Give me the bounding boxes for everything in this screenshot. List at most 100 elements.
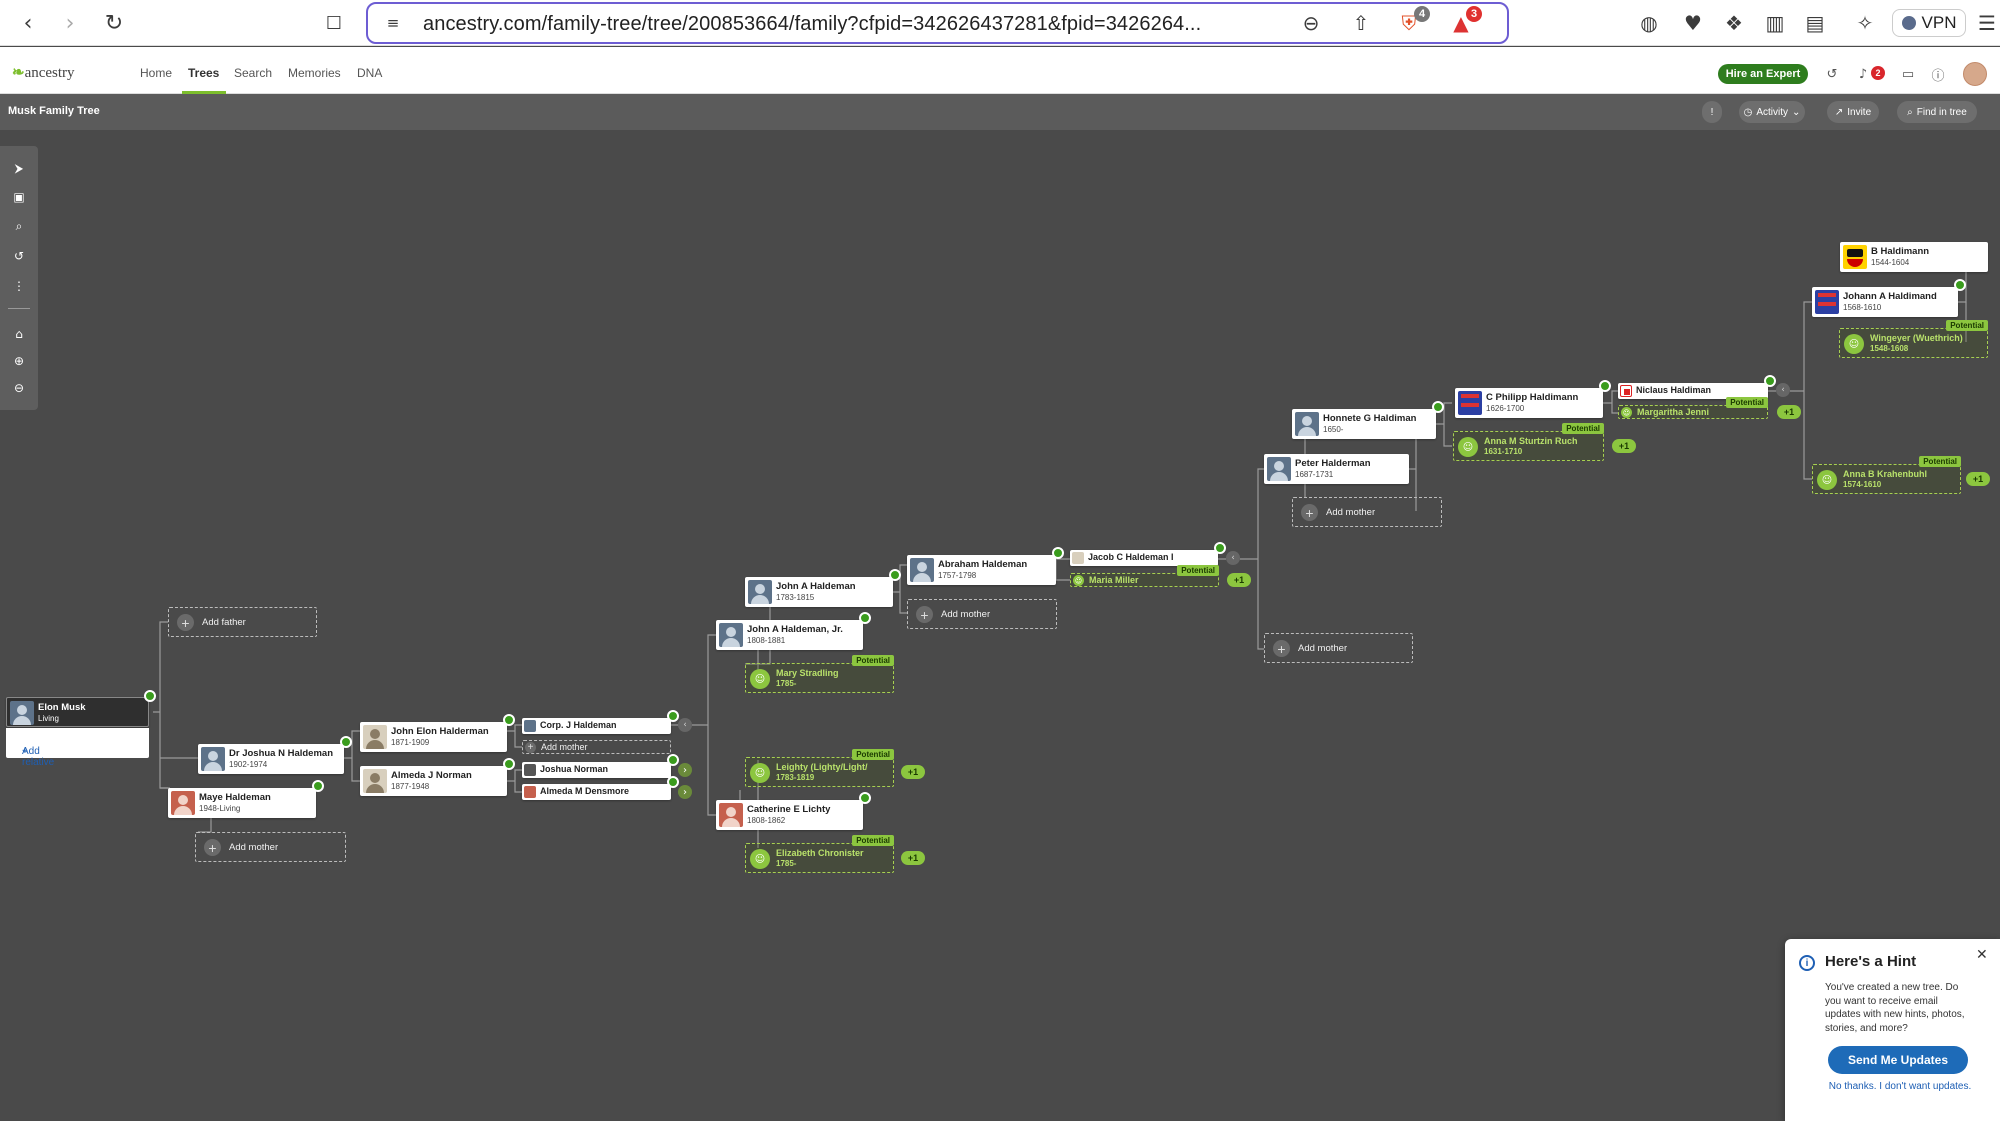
back-icon[interactable]: ‹ <box>23 10 33 36</box>
hint-leaf-icon[interactable] <box>889 569 901 581</box>
find-in-tree-button[interactable]: ⌕Find in tree <box>1897 101 1977 123</box>
sparkle-icon[interactable]: ✧ <box>1856 11 1874 35</box>
nav-trees[interactable]: Trees <box>188 66 220 80</box>
potential-wingeyer[interactable]: ☺ Wingeyer (Wuethrich) 1548-1608 Potenti… <box>1839 320 1988 358</box>
add-mother-button[interactable]: + Add mother <box>1264 633 1413 663</box>
tree-view-icon[interactable]: ⮞ <box>14 160 24 175</box>
person-card-almeda-m-densmore[interactable]: Almeda M Densmore <box>522 776 679 800</box>
activity-button[interactable]: ◷Activity⌄ <box>1739 101 1805 123</box>
messages-icon[interactable]: ▭ <box>1901 66 1915 82</box>
nav-dna[interactable]: DNA <box>357 66 383 80</box>
help-icon[interactable]: ⓘ <box>1931 68 1945 84</box>
more-icon[interactable]: ⋮ <box>13 279 25 293</box>
hint-leaf-icon[interactable] <box>503 758 515 770</box>
heart-icon[interactable]: ♥ <box>1684 11 1702 35</box>
potential-margaritha-jenni[interactable]: ☺ Margaritha Jenni Potential <box>1618 397 1768 419</box>
tree-title[interactable]: Musk Family Tree <box>8 105 100 117</box>
person-card-joshua-n-haldeman[interactable]: Dr Joshua N Haldeman 1902-1974 <box>198 736 352 774</box>
more-potentials-badge[interactable]: +1 <box>1612 439 1636 453</box>
zoom-in-icon[interactable]: ⊕ <box>13 354 25 368</box>
hints-icon[interactable]: ↺ <box>1826 66 1838 82</box>
potential-leighty[interactable]: ☺ Leighty (Lighty/Light/ 1783-1819 Poten… <box>745 749 894 787</box>
more-potentials-badge[interactable]: +1 <box>901 765 925 779</box>
expand-icon[interactable]: › <box>678 763 692 777</box>
add-mother-button[interactable]: + Add mother <box>1292 497 1442 527</box>
zoom-icon[interactable]: ⊖ <box>1302 11 1320 35</box>
gallery-icon[interactable]: ▣ <box>13 190 25 204</box>
person-card-niclaus-haldiman[interactable]: Niclaus Haldiman <box>1618 375 1776 399</box>
potential-mary-stradling[interactable]: ☺ Mary Stradling 1785- Potential <box>745 655 894 693</box>
hint-leaf-icon[interactable] <box>667 710 679 722</box>
hint-leaf-icon[interactable] <box>1764 375 1776 387</box>
address-bar[interactable]: ≡ ancestry.com/family-tree/tree/20085366… <box>366 2 1509 44</box>
person-card-abraham-haldeman[interactable]: Abraham Haldeman 1757-1798 <box>907 547 1064 585</box>
person-card-catherine-e-lichty[interactable]: Catherine E Lichty 1808-1862 <box>716 792 871 830</box>
rewards-icon[interactable]: ▲ <box>1453 11 1469 35</box>
hint-leaf-icon[interactable] <box>503 714 515 726</box>
nav-search[interactable]: Search <box>234 66 273 80</box>
person-card-jacob-c-haldeman[interactable]: Jacob C Haldeman I <box>1070 542 1226 566</box>
hint-leaf-icon[interactable] <box>1954 279 1966 291</box>
more-potentials-badge[interactable]: +1 <box>1777 405 1801 419</box>
add-father-button[interactable]: + Add father <box>168 607 317 637</box>
hint-leaf-icon[interactable] <box>667 754 679 766</box>
potential-anna-b-krahenbuhl[interactable]: ☺ Anna B Krahenbuhl 1574-1610 Potential <box>1812 456 1961 494</box>
nav-memories[interactable]: Memories <box>288 66 341 80</box>
puzzle-icon[interactable]: ❖ <box>1725 11 1743 35</box>
collapse-icon[interactable]: ‹ <box>1776 383 1790 397</box>
bookmark-icon[interactable]: ☐ <box>325 12 343 34</box>
add-mother-button[interactable]: + Add mother <box>195 832 346 862</box>
person-card-john-elon-halderman[interactable]: John Elon Halderman 1871-1909 <box>360 714 515 752</box>
nav-home[interactable]: Home <box>140 66 173 80</box>
more-potentials-badge[interactable]: +1 <box>1227 573 1251 587</box>
hint-leaf-icon[interactable] <box>1599 380 1611 392</box>
hint-leaf-icon[interactable] <box>1052 547 1064 559</box>
extension-dot-icon[interactable]: ◍ <box>1640 11 1658 35</box>
forward-icon[interactable]: › <box>65 10 75 36</box>
hint-leaf-icon[interactable] <box>859 612 871 624</box>
brave-shield-icon[interactable]: ⛨ <box>1401 11 1417 35</box>
alert-icon[interactable]: ! <box>1702 101 1722 123</box>
person-card-elon-musk[interactable]: Elon Musk Living <box>6 690 156 727</box>
hire-expert-button[interactable]: Hire an Expert <box>1718 64 1808 84</box>
person-card-john-a-haldeman-jr[interactable]: John A Haldeman, Jr. 1808-1881 <box>716 612 871 650</box>
add-relative-button[interactable]: + Add relative <box>6 728 149 768</box>
hint-leaf-icon[interactable] <box>144 690 156 702</box>
person-card-joshua-norman[interactable]: Joshua Norman <box>522 754 679 778</box>
collapse-icon[interactable]: ‹ <box>1226 551 1240 565</box>
person-card-b-haldimann[interactable]: B Haldimann 1544-1604 <box>1840 242 1988 272</box>
person-card-johann-a-haldimand[interactable]: Johann A Haldimand 1568-1610 <box>1812 279 1966 317</box>
hint-leaf-icon[interactable] <box>312 780 324 792</box>
sidebar-icon[interactable]: ▥ <box>1765 11 1785 35</box>
person-card-corp-j-haldeman[interactable]: Corp. J Haldeman <box>522 710 679 734</box>
send-updates-button[interactable]: Send Me Updates <box>1828 1046 1968 1074</box>
potential-maria-miller[interactable]: ☺ Maria Miller Potential <box>1070 565 1219 587</box>
person-card-peter-halderman[interactable]: Peter Halderman 1687-1731 <box>1264 454 1409 484</box>
expand-icon[interactable]: › <box>678 785 692 799</box>
hint-leaf-icon[interactable]: ↺ <box>13 249 25 263</box>
avatar[interactable] <box>1963 62 1987 86</box>
invite-button[interactable]: ↗Invite <box>1827 101 1879 123</box>
reload-icon[interactable]: ↻ <box>104 10 124 36</box>
person-card-honnete-g-haldiman[interactable]: Honnete G Haldiman 1650- <box>1292 401 1444 439</box>
more-potentials-badge[interactable]: +1 <box>901 851 925 865</box>
person-card-john-a-haldeman[interactable]: John A Haldeman 1783-1815 <box>745 569 901 607</box>
close-icon[interactable]: ✕ <box>1976 947 1988 963</box>
home-icon[interactable]: ⌂ <box>15 327 23 341</box>
zoom-out-icon[interactable]: ⊖ <box>13 381 25 395</box>
potential-elizabeth-chronister[interactable]: ☺ Elizabeth Chronister 1785- Potential <box>745 835 894 873</box>
add-mother-button[interactable]: + Add mother <box>522 740 671 754</box>
hint-leaf-icon[interactable] <box>667 776 679 788</box>
vpn-button[interactable]: VPN <box>1892 9 1966 37</box>
person-card-c-philipp-haldimann[interactable]: C Philipp Haldimann 1626-1700 <box>1455 380 1611 418</box>
bell-icon[interactable]: ♪ <box>1858 66 1868 82</box>
menu-icon[interactable]: ☰ <box>1978 11 1996 35</box>
find-person-icon[interactable]: ⌕ <box>15 218 23 233</box>
wallet-icon[interactable]: ▤ <box>1805 11 1825 35</box>
share-icon[interactable]: ⇧ <box>1352 11 1370 35</box>
collapse-icon[interactable]: ‹ <box>678 718 692 732</box>
decline-updates-link[interactable]: No thanks. I don't want updates. <box>1828 1081 1972 1092</box>
hint-leaf-icon[interactable] <box>859 792 871 804</box>
potential-anna-m-sturtzin-ruch[interactable]: ☺ Anna M Sturtzin Ruch 1631-1710 Potenti… <box>1453 423 1604 461</box>
ancestry-logo[interactable]: ❧ancestry <box>12 63 75 82</box>
